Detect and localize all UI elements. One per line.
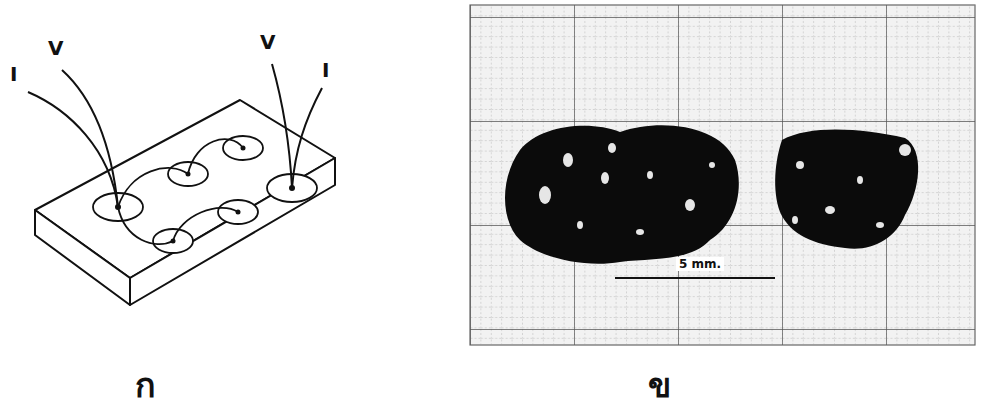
contact-pads [93, 136, 317, 253]
scale-bar-label: 5 mm. [676, 257, 724, 271]
current-lead-label: I [322, 60, 329, 80]
voltage-lead-label: V [48, 38, 63, 58]
graph-paper [470, 5, 975, 345]
sample-slab [35, 100, 335, 305]
sample-photo [505, 125, 918, 264]
panel-label: ก [135, 368, 156, 402]
current-lead-label: I [10, 64, 17, 84]
voltage-lead-label: V [260, 32, 275, 52]
jumper-wires [118, 139, 243, 244]
panel-label: ข [648, 368, 671, 402]
contact-dots [115, 146, 295, 244]
scale-bar [615, 277, 775, 279]
probe-leads [28, 64, 322, 207]
